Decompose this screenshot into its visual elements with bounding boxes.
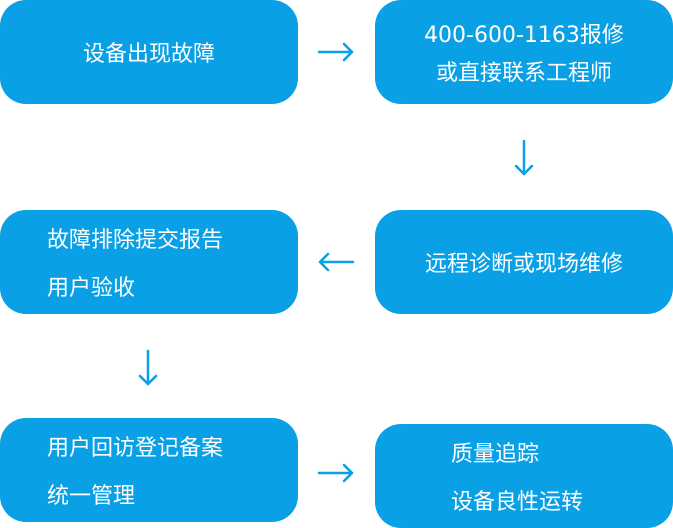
arrow-down-icon xyxy=(138,349,158,386)
step-box-follow-up: 用户回访登记备案 统一管理 xyxy=(0,418,298,522)
step-label-line2: 或直接联系工程师 xyxy=(435,61,612,86)
step-label-line1: 质量追踪 xyxy=(451,442,540,467)
step-box-submit-report: 故障排除提交报告 用户验收 xyxy=(0,210,298,314)
arrow-down-icon xyxy=(514,139,534,176)
arrow-right-icon xyxy=(317,463,354,483)
step-label-line2: 设备良性运转 xyxy=(451,490,584,515)
arrow-left-icon xyxy=(318,252,355,272)
step-label-line1: 用户回访登记备案 xyxy=(47,436,224,461)
step-box-report-fault: 设备出现故障 xyxy=(0,0,298,104)
arrow-right-icon xyxy=(317,42,354,62)
step-label-line1: 400-600-1163报修 xyxy=(424,23,624,48)
step-box-call-hotline: 400-600-1163报修 或直接联系工程师 xyxy=(375,0,673,104)
step-label-line2: 用户验收 xyxy=(47,276,136,301)
step-box-diagnosis-repair: 远程诊断或现场维修 xyxy=(375,210,673,314)
step-label-line1: 故障排除提交报告 xyxy=(47,228,224,253)
step-label: 远程诊断或现场维修 xyxy=(424,252,623,277)
step-label-line2: 统一管理 xyxy=(47,484,136,509)
step-label: 设备出现故障 xyxy=(82,42,215,67)
step-box-quality-tracking: 质量追踪 设备良性运转 xyxy=(375,424,673,528)
